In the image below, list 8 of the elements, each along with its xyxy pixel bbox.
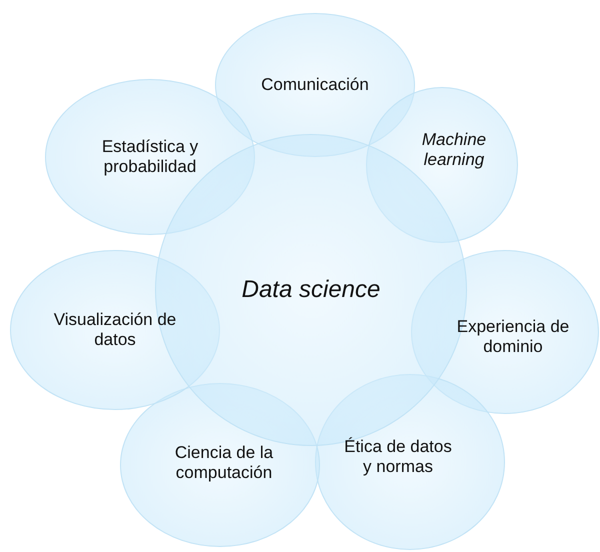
- topic-label: Ciencia de la computación: [174, 442, 274, 484]
- topic-label: Experiencia de dominio: [456, 316, 570, 358]
- topic-label: Comunicación: [260, 74, 370, 96]
- central-topic-label: Data science: [240, 276, 382, 304]
- topic-label: Ética de datos y normas: [343, 436, 453, 478]
- topic-label: Estadística y probabilidad: [100, 136, 200, 178]
- topic-label: Visualización de datos: [52, 310, 178, 350]
- topic-label: Machine learning: [420, 130, 488, 170]
